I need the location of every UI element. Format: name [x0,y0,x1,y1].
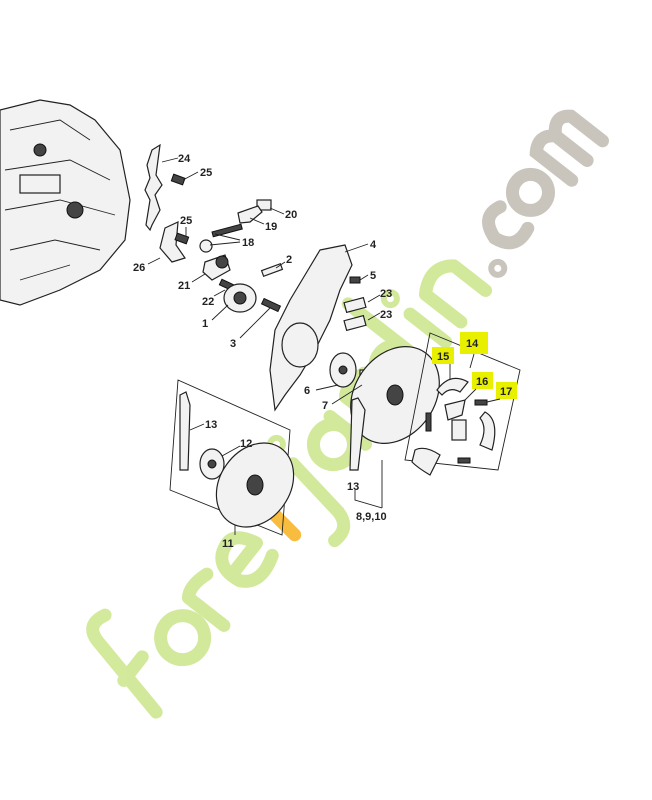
sprocket-kit-box [169,379,291,536]
engine-housing [0,99,131,306]
callout-19: 19 [265,221,277,233]
callout-14: 14 [466,338,479,350]
part-25-screw-b [174,232,190,245]
callout-17: 17 [500,386,512,398]
watermark-suffix [482,109,610,278]
callout-13: 13 [205,419,217,431]
callout-18: 18 [242,237,254,249]
part-11-clutch-drum [215,442,295,528]
callout-1: 1 [202,318,208,330]
part-8-9-10-clutch-drum [350,346,440,444]
highlight-14 [460,332,488,354]
callout-4: 4 [370,239,377,251]
part-17-spring [474,399,488,406]
cover-opening [281,322,319,368]
callout-15: 15 [437,351,449,363]
callout-25: 25 [200,167,212,179]
callout-2: 2 [286,254,292,266]
watermark-fore [86,531,279,719]
callout-23: 23 [380,309,392,321]
callout-6: 6 [304,385,310,397]
callout-5: 5 [370,270,376,282]
highlight-17 [496,382,517,399]
part-15-clutch-shoe [436,377,469,396]
callout-12: 12 [240,438,252,450]
leader-lines [147,157,501,535]
part-18 [199,223,243,253]
callout-20: 20 [285,209,297,221]
part-21 [202,254,231,281]
highlight-15 [432,347,454,364]
callout-21: 21 [178,280,190,292]
part-23-pads [343,296,367,332]
callout-22: 22 [202,296,214,308]
callout-16: 16 [476,376,488,388]
callout-13: 13 [347,481,359,493]
part-13-a-lever [179,391,191,471]
callout-7: 7 [322,400,328,412]
callout-3: 3 [230,338,236,350]
part-25-screw-a [170,173,186,186]
part-13-b-lever [349,397,366,471]
callout-25: 25 [180,215,192,227]
callout-11: 11 [222,538,234,550]
part-1-oil-pump [223,283,257,313]
part-26-bracket [159,221,186,263]
part-12-rim-sprocket [199,448,225,480]
part-20 [256,199,272,211]
clutch-kit-box [404,332,521,471]
highlight-16 [472,372,493,389]
part-6-washer [329,352,357,388]
clutch-parts [411,399,496,476]
callout-26: 26 [133,262,145,274]
part-24-chain-catcher [144,143,163,232]
callout-8-9-10: 8,9,10 [356,511,387,523]
part-3-screw [260,297,282,313]
part-19 [237,205,263,224]
part-5-screw [349,276,361,284]
callout-23: 23 [380,288,392,300]
callout-24: 24 [178,153,191,165]
